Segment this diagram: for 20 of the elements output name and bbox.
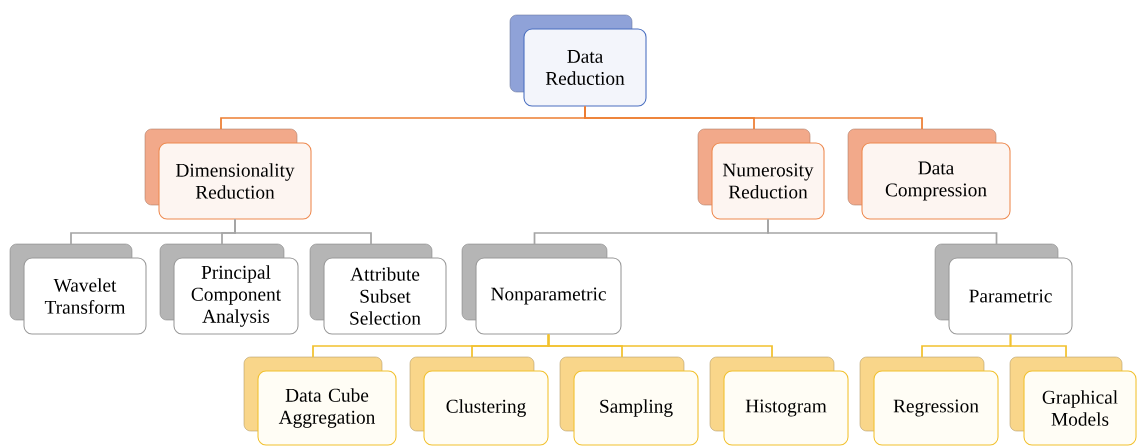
stacked-box: Principal Component Analysis: [159, 243, 299, 335]
connector: [584, 105, 923, 130]
stacked-box: Nonparametric: [461, 243, 622, 335]
connector: [1009, 333, 1067, 358]
stacked-box: Wavelet Transform: [9, 243, 147, 335]
stacked-box: Clustering: [409, 356, 549, 446]
connector: [234, 218, 372, 245]
stacked-box: Attribute Subset Selection: [309, 243, 447, 335]
stacked-box: Regression: [859, 356, 999, 446]
stacked-box: Data Compression: [847, 128, 1011, 220]
stacked-box: Parametric: [934, 243, 1073, 335]
stacked-box: Dimensionality Reduction: [144, 128, 312, 220]
connector: [767, 218, 998, 245]
stacked-box: Sampling: [559, 356, 699, 446]
connector: [547, 333, 773, 358]
stacked-box: Data Cube Aggregation: [243, 356, 397, 446]
stacked-box: Data Reduction: [509, 14, 647, 107]
stacked-box: Numerosity Reduction: [697, 128, 825, 220]
stacked-box: Graphical Models: [1009, 356, 1137, 446]
stacked-box: Histogram: [709, 356, 849, 446]
